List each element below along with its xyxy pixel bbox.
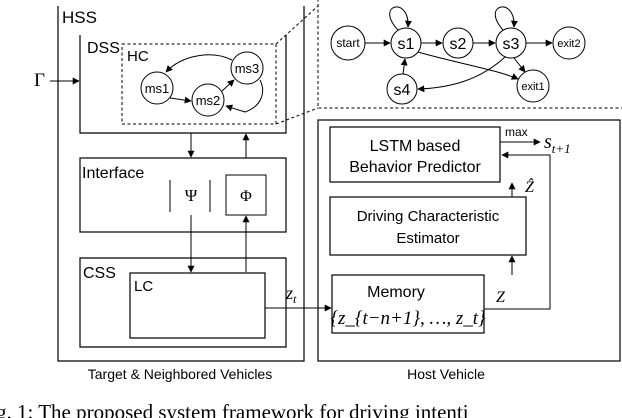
interface-label: Interface [82, 165, 144, 182]
arrow-ms3-ms1 [165, 54, 233, 73]
state-s4-node [386, 73, 418, 105]
arrow-s4-s1 [400, 58, 408, 75]
zoom-line-top [275, 5, 319, 45]
state-s3-label: s3 [503, 36, 520, 53]
memory-box [331, 274, 485, 334]
arrow-s1-exit1 [417, 51, 519, 80]
max-label: max [505, 125, 528, 139]
host-caption: Host Vehicle [407, 366, 485, 382]
state-exit1-label: exit1 [521, 81, 544, 93]
arrow-memory-lstm [484, 151, 551, 310]
css-label: CSS [83, 265, 116, 282]
hc-dashed-box [121, 43, 277, 125]
figure-caption: g. 1: The proposed system framework for … [0, 400, 469, 418]
arrow-ms2-ms3 [221, 79, 235, 92]
state-start-label: start [336, 36, 360, 50]
state-exit1-node [516, 69, 550, 103]
arrow-ms3-ms2 [225, 79, 264, 113]
arrow-s3-self-loop [494, 6, 518, 31]
ms3-node [230, 51, 264, 85]
gamma-label: Γ [34, 70, 45, 91]
zhat-label: Ẑ [525, 177, 535, 196]
lc-label: LC [134, 278, 153, 295]
ms1-node [140, 71, 174, 105]
s-next-label: st+1 [544, 131, 571, 156]
ms1-label: ms1 [145, 81, 170, 96]
lstm-box [329, 126, 501, 183]
interface-box [79, 157, 287, 233]
host-vehicle-panel: LSTM based Behavior Predictor max st+1 D… [317, 119, 621, 382]
state-s1-label: s1 [398, 36, 415, 53]
memory-label: Memory [367, 284, 425, 301]
z-label: Z [496, 289, 506, 306]
target-vehicles-panel: HSS DSS HC ms1 ms2 ms3 Γ Interface Ψ Φ [34, 5, 319, 382]
left-caption: Target & Neighbored Vehicles [88, 366, 272, 382]
ms2-node [191, 83, 225, 117]
host-vehicle-border [317, 119, 621, 362]
hc-label: HC [127, 48, 149, 65]
ms3-label: ms3 [235, 61, 260, 76]
lstm-line1: LSTM based [370, 138, 461, 155]
state-s4-label: s4 [394, 82, 411, 99]
dce-line1: Driving Characteristic [357, 208, 500, 225]
hss-border [57, 6, 305, 362]
zt-label: zt [285, 283, 297, 306]
dss-label: DSS [87, 40, 120, 57]
css-box [79, 257, 287, 348]
state-machine-panel: start s1 s2 s3 s4 exit1 exit2 [317, 0, 622, 109]
memory-set: {z_{t−n+1}, …, z_t} [330, 308, 486, 329]
state-exit2-node [552, 26, 586, 60]
driving-characteristic-box [329, 196, 527, 256]
arrow-s3-s4 [417, 56, 506, 93]
state-s2-label: s2 [450, 36, 467, 53]
arrow-ms1-ms2 [169, 96, 192, 104]
ms2-label: ms2 [196, 93, 221, 108]
psi-label: Ψ [185, 186, 198, 205]
dss-border [79, 35, 287, 134]
phi-label: Φ [240, 188, 252, 205]
zoom-line-bottom [275, 107, 319, 125]
lc-box [129, 272, 266, 339]
phi-box [225, 174, 267, 216]
dce-line2: Estimator [396, 230, 459, 247]
arrow-s1-self-loop [389, 6, 412, 31]
hss-label: HSS [62, 8, 97, 27]
arrow-s3-exit1 [513, 57, 526, 73]
lstm-line2: Behavior Predictor [349, 159, 481, 176]
state-exit2-label: exit2 [557, 38, 580, 50]
